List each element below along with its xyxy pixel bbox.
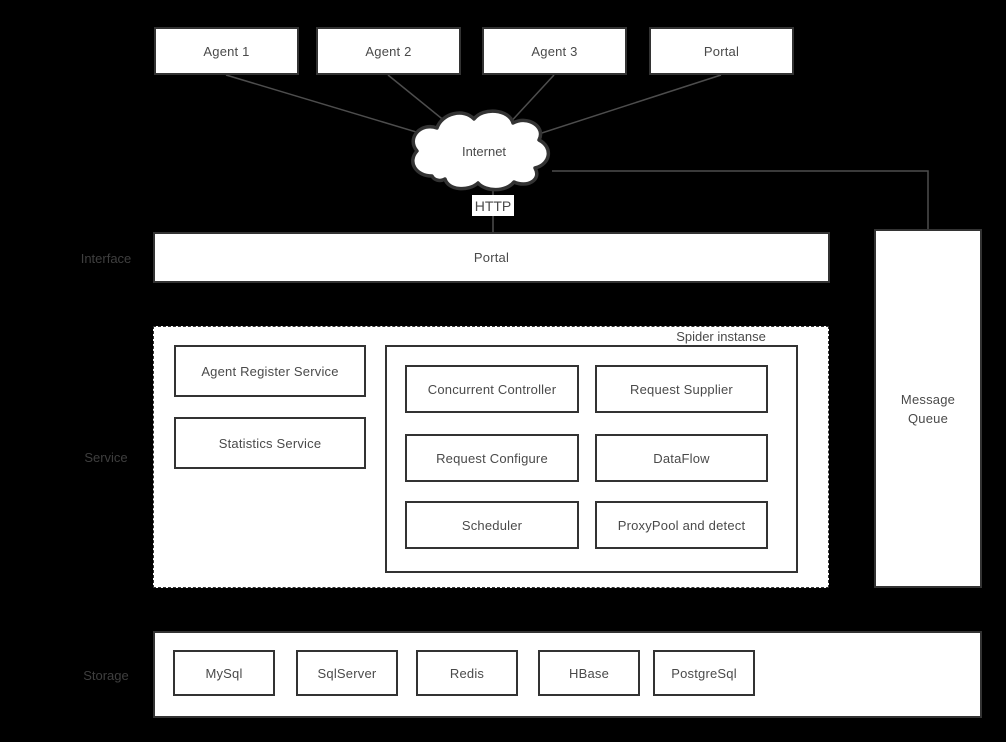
spider-module-dataflow: DataFlow [595,434,768,482]
node-agent-1: Agent 1 [154,27,299,75]
spider-module-scheduler: Scheduler [405,501,579,549]
node-agent-2: Agent 2 [316,27,461,75]
interface-portal-box: Portal [153,232,830,283]
http-protocol-label: HTTP [472,195,514,216]
internet-cloud-label: Internet [461,144,507,159]
agent-register-service-box: Agent Register Service [174,345,366,397]
storage-db-redis: Redis [416,650,518,696]
layer-label-interface: Interface [80,251,132,266]
spider-module-request-supplier: Request Supplier [595,365,768,413]
spider-module-proxypool: ProxyPool and detect [595,501,768,549]
node-portal-client: Portal [649,27,794,75]
message-queue-box: Message Queue [874,229,982,588]
spider-module-request-configure: Request Configure [405,434,579,482]
node-agent-3: Agent 3 [482,27,627,75]
statistics-service-box: Statistics Service [174,417,366,469]
storage-db-postgresql: PostgreSql [653,650,755,696]
storage-db-sqlserver: SqlServer [296,650,398,696]
spider-module-concurrent-controller: Concurrent Controller [405,365,579,413]
storage-db-mysql: MySql [173,650,275,696]
layer-label-service: Service [84,450,128,465]
spider-instance-title: Spider instanse [676,329,766,344]
line-internet-message-queue [552,170,929,229]
layer-label-storage: Storage [83,668,129,683]
internet-cloud-icon [411,109,550,192]
storage-db-hbase: HBase [538,650,640,696]
